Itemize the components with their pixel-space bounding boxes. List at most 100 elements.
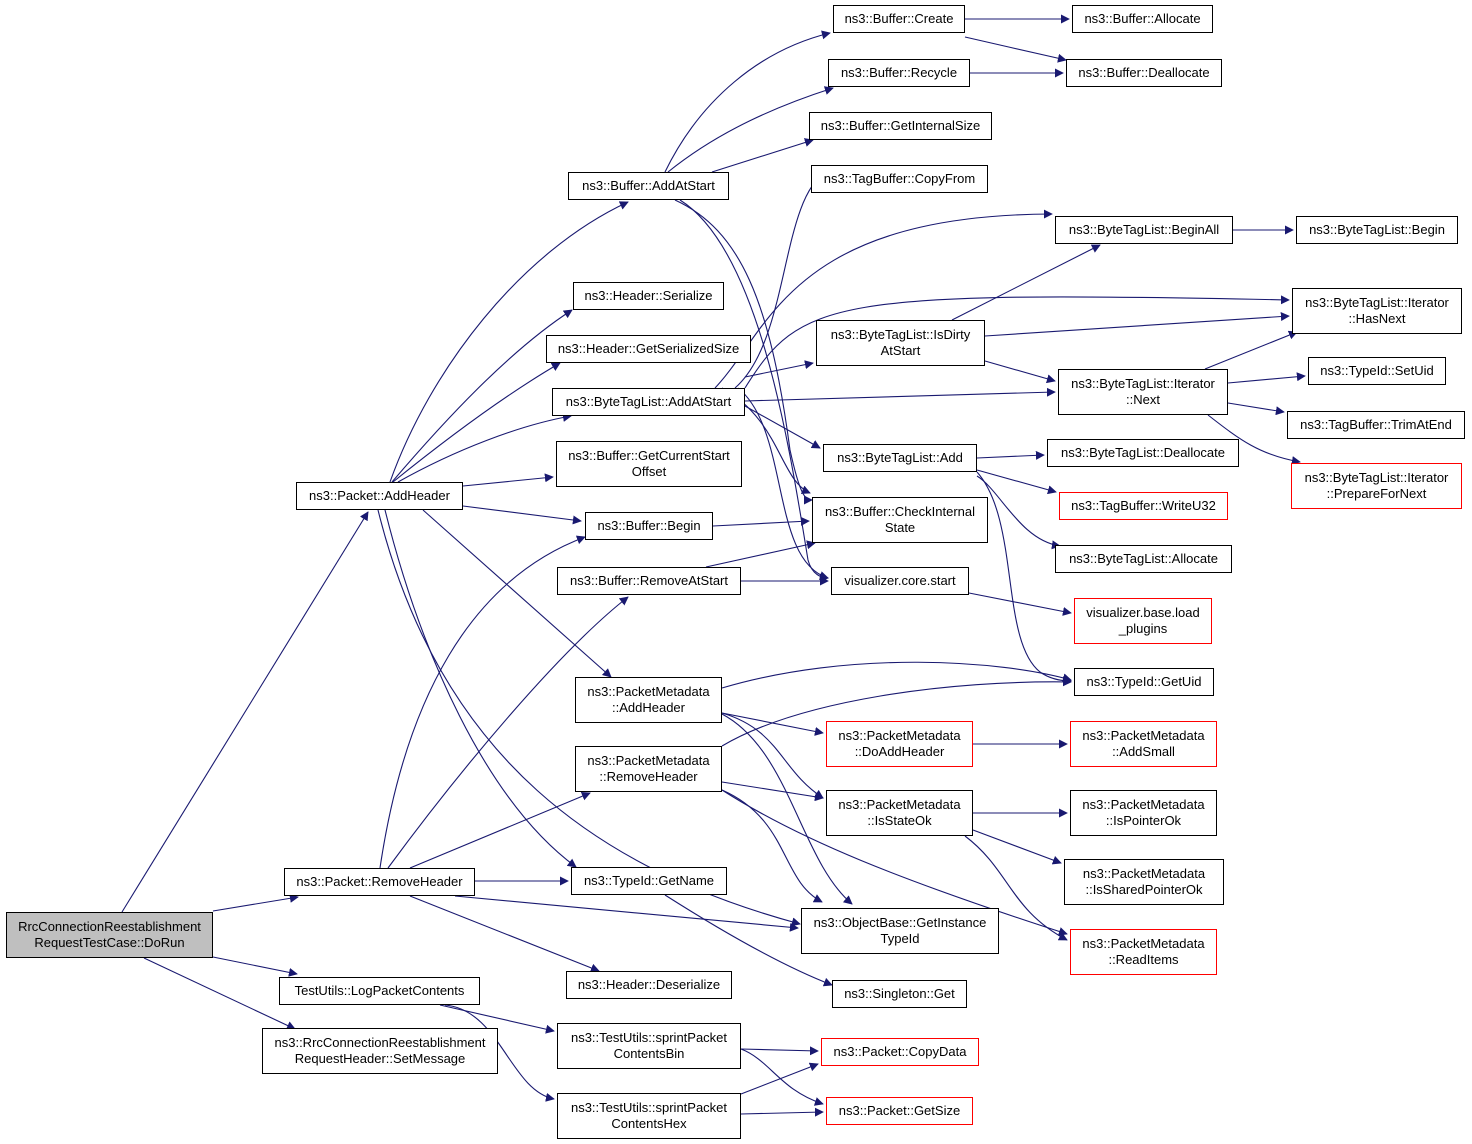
call-edge xyxy=(711,138,814,173)
node-label: ns3::Singleton::Get xyxy=(844,986,955,1001)
node-label: ns3::Buffer::Recycle xyxy=(840,65,958,80)
node-label: ns3::PacketMetadata xyxy=(1082,797,1205,812)
node-packetmetadata-doaddheader[interactable]: ns3::PacketMetadata::DoAddHeader xyxy=(826,721,973,767)
node-packetmetadata-addheader[interactable]: ns3::PacketMetadata::AddHeader xyxy=(575,677,722,723)
node-label: visualizer.base.load xyxy=(1086,605,1200,620)
call-edge xyxy=(721,677,1072,747)
node-packetmetadata-readitems[interactable]: ns3::PacketMetadata::ReadItems xyxy=(1070,929,1217,975)
node-packetmetadata-addsmall[interactable]: ns3::PacketMetadata::AddSmall xyxy=(1070,721,1217,767)
node-label: visualizer.core.start xyxy=(844,573,956,588)
node-packet-addheader[interactable]: ns3::Packet::AddHeader xyxy=(296,482,463,510)
node-packetmetadata-isstateok[interactable]: ns3::PacketMetadata::IsStateOk xyxy=(826,790,973,836)
call-edge xyxy=(667,86,834,173)
node-label: Offset xyxy=(631,464,667,479)
node-label: _plugins xyxy=(1118,621,1168,636)
node-label: ns3::RrcConnectionReestablishment xyxy=(274,1035,486,1050)
node-buffer-addatstart[interactable]: ns3::Buffer::AddAtStart xyxy=(568,172,729,200)
call-edge xyxy=(712,516,810,527)
node-label: ns3::Buffer::GetCurrentStart xyxy=(568,448,730,463)
node-label: ns3::PacketMetadata xyxy=(838,728,961,743)
node-bytetaglist-iterator-next[interactable]: ns3::ByteTagList::Iterator::Next xyxy=(1058,369,1228,415)
node-label: ns3::ByteTagList::IsDirty xyxy=(830,327,971,342)
node-bytetaglist-iterator-preparefornext[interactable]: ns3::ByteTagList::Iterator::PrepareForNe… xyxy=(1291,463,1462,509)
node-bytetaglist-beginall[interactable]: ns3::ByteTagList::BeginAll xyxy=(1055,216,1233,244)
node-packetmetadata-issharedpointerok[interactable]: ns3::PacketMetadata::IsSharedPointerOk xyxy=(1064,859,1224,905)
call-edge xyxy=(734,171,827,389)
node-testutils-logpacketcontents[interactable]: TestUtils::LogPacketContents xyxy=(279,977,480,1005)
node-header-deserialize[interactable]: ns3::Header::Deserialize xyxy=(566,971,732,999)
node-bytetaglist-iterator-hasnext[interactable]: ns3::ByteTagList::Iterator::HasNext xyxy=(1292,288,1462,334)
node-bytetaglist-begin[interactable]: ns3::ByteTagList::Begin xyxy=(1296,216,1458,244)
call-edge xyxy=(740,1046,819,1056)
node-buffer-removeatstart[interactable]: ns3::Buffer::RemoveAtStart xyxy=(557,567,741,595)
node-buffer-getinternalsize[interactable]: ns3::Buffer::GetInternalSize xyxy=(809,112,992,140)
call-edge xyxy=(976,469,1057,495)
node-singleton-get[interactable]: ns3::Singleton::Get xyxy=(832,980,967,1008)
node-bytetaglist-add[interactable]: ns3::ByteTagList::Add xyxy=(823,444,977,472)
node-buffer-create[interactable]: ns3::Buffer::Create xyxy=(833,5,965,33)
node-label: ns3::Buffer::Begin xyxy=(597,518,701,533)
call-edge xyxy=(212,956,298,977)
node-header-getserializedsize[interactable]: ns3::Header::GetSerializedSize xyxy=(546,335,751,363)
node-buffer-recycle[interactable]: ns3::Buffer::Recycle xyxy=(828,59,970,87)
node-label: ns3::TestUtils::sprintPacket xyxy=(570,1030,728,1045)
node-label: ns3::TypeId::GetName xyxy=(583,873,715,888)
node-typeid-setuid[interactable]: ns3::TypeId::SetUid xyxy=(1308,357,1446,385)
node-tagbuffer-copyfrom[interactable]: ns3::TagBuffer::CopyFrom xyxy=(811,165,988,193)
node-visualizer-core-start[interactable]: visualizer.core.start xyxy=(831,567,969,595)
node-label: ns3::Packet::CopyData xyxy=(833,1044,967,1059)
call-edge xyxy=(121,511,369,913)
call-edge xyxy=(212,893,299,912)
node-typeid-getname[interactable]: ns3::TypeId::GetName xyxy=(571,867,727,895)
node-label: ::AddHeader xyxy=(612,700,685,715)
node-packetmetadata-ispointerok[interactable]: ns3::PacketMetadata::IsPointerOk xyxy=(1070,790,1217,836)
node-label: AtStart xyxy=(880,343,921,358)
node-bytetaglist-allocate[interactable]: ns3::ByteTagList::Allocate xyxy=(1055,545,1232,573)
node-packetmetadata-removeheader[interactable]: ns3::PacketMetadata::RemoveHeader xyxy=(575,746,722,792)
node-label: ns3::Packet::RemoveHeader xyxy=(296,874,463,889)
call-edge xyxy=(387,596,629,869)
node-label: ns3::Header::GetSerializedSize xyxy=(557,341,740,356)
node-typeid-getuid[interactable]: ns3::TypeId::GetUid xyxy=(1074,668,1214,696)
call-edge xyxy=(705,540,816,568)
call-edge xyxy=(389,201,629,483)
call-edge xyxy=(721,789,823,903)
call-edge xyxy=(462,505,582,525)
node-label: ns3::Buffer::Create xyxy=(844,11,954,26)
call-edge xyxy=(439,1004,555,1034)
node-packet-removeheader[interactable]: ns3::Packet::RemoveHeader xyxy=(284,868,475,896)
call-edge xyxy=(744,405,821,449)
node-buffer-deallocate[interactable]: ns3::Buffer::Deallocate xyxy=(1066,59,1222,87)
node-label: State xyxy=(884,520,916,535)
call-edge xyxy=(976,471,1072,686)
node-packet-getsize[interactable]: ns3::Packet::GetSize xyxy=(826,1097,973,1125)
node-label: ::DoAddHeader xyxy=(854,744,945,759)
node-bytetaglist-deallocate[interactable]: ns3::ByteTagList::Deallocate xyxy=(1047,439,1239,467)
node-label: ns3::TagBuffer::WriteU32 xyxy=(1071,498,1216,513)
call-edge xyxy=(391,309,573,483)
call-edge xyxy=(454,895,799,932)
node-buffer-allocate[interactable]: ns3::Buffer::Allocate xyxy=(1072,5,1213,33)
node-bytetaglist-addatstart[interactable]: ns3::ByteTagList::AddAtStart xyxy=(552,388,745,416)
call-edge xyxy=(143,957,296,1030)
node-label: ns3::PacketMetadata xyxy=(587,753,710,768)
node-header-serialize[interactable]: ns3::Header::Serialize xyxy=(573,282,724,310)
call-edge xyxy=(721,713,853,905)
node-tagbuffer-trimatend[interactable]: ns3::TagBuffer::TrimAtEnd xyxy=(1287,411,1465,439)
node-visualizer-base-loadplugins[interactable]: visualizer.base.load_plugins xyxy=(1074,598,1212,644)
node-label: RequestTestCase::DoRun xyxy=(34,935,185,950)
node-buffer-begin[interactable]: ns3::Buffer::Begin xyxy=(585,512,713,540)
node-tagbuffer-writeu32[interactable]: ns3::TagBuffer::WriteU32 xyxy=(1059,492,1228,520)
node-packet-copydata[interactable]: ns3::Packet::CopyData xyxy=(821,1038,979,1066)
node-label: ns3::PacketMetadata xyxy=(1082,728,1205,743)
node-label: ns3::Buffer::GetInternalSize xyxy=(820,118,981,133)
node-label: ::AddSmall xyxy=(1112,744,1175,759)
